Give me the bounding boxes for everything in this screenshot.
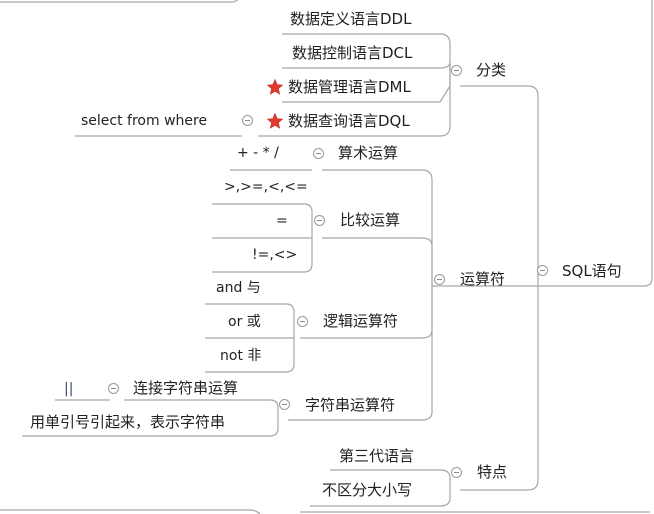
node-concat-label[interactable]: 连接字符串运算 xyxy=(133,379,239,397)
node-concat-op[interactable]: || xyxy=(64,381,74,397)
star-icon xyxy=(266,78,284,95)
collapse-icon-yunsuanfu[interactable] xyxy=(434,274,445,285)
node-dql[interactable]: 数据查询语言DQL xyxy=(288,112,410,130)
collapse-icon-bijiao[interactable] xyxy=(314,215,325,226)
group-label-luoji[interactable]: 逻辑运算符 xyxy=(323,312,399,330)
node-select-from-where[interactable]: select from where xyxy=(81,113,208,129)
node-arith-ops[interactable]: + - * / xyxy=(237,145,279,161)
node-logic-or[interactable]: or 或 xyxy=(228,314,261,330)
collapse-icon-luoji[interactable] xyxy=(297,316,308,327)
star-icon xyxy=(266,112,284,129)
collapse-icon-fenlei[interactable] xyxy=(451,65,462,76)
collapse-icon-suanshu[interactable] xyxy=(313,148,324,159)
node-compare-ops-2[interactable]: = xyxy=(276,213,288,229)
collapse-icon-dql[interactable] xyxy=(242,115,253,126)
group-label-bijiao[interactable]: 比较运算 xyxy=(340,211,401,229)
root-node-label[interactable]: SQL语句 xyxy=(562,262,622,280)
branch-label-tedian[interactable]: 特点 xyxy=(477,463,508,481)
collapse-icon-zifuchuan[interactable] xyxy=(279,399,290,410)
collapse-icon-lianjie[interactable] xyxy=(108,383,119,394)
node-string-quote[interactable]: 用单引号引起来，表示字符串 xyxy=(30,413,226,431)
node-ddl[interactable]: 数据定义语言DDL xyxy=(290,10,412,28)
node-dcl[interactable]: 数据控制语言DCL xyxy=(292,44,413,62)
collapse-icon-tedian[interactable] xyxy=(451,467,462,478)
branch-label-yunsuanfu[interactable]: 运算符 xyxy=(460,270,506,288)
node-third-gen[interactable]: 第三代语言 xyxy=(339,447,415,465)
node-compare-ops-3[interactable]: !=,<> xyxy=(252,247,298,263)
node-case-insensitive[interactable]: 不区分大小写 xyxy=(322,481,413,499)
branch-label-fenlei[interactable]: 分类 xyxy=(476,61,507,79)
node-compare-ops-1[interactable]: >,>=,<,<= xyxy=(224,179,308,195)
collapse-icon-root[interactable] xyxy=(537,265,548,276)
node-dml[interactable]: 数据管理语言DML xyxy=(288,78,411,96)
node-logic-not[interactable]: not 非 xyxy=(220,348,262,364)
group-label-suanshu[interactable]: 算术运算 xyxy=(338,144,399,162)
group-label-zifuchuan[interactable]: 字符串运算符 xyxy=(305,396,396,414)
node-logic-and[interactable]: and 与 xyxy=(216,280,261,296)
